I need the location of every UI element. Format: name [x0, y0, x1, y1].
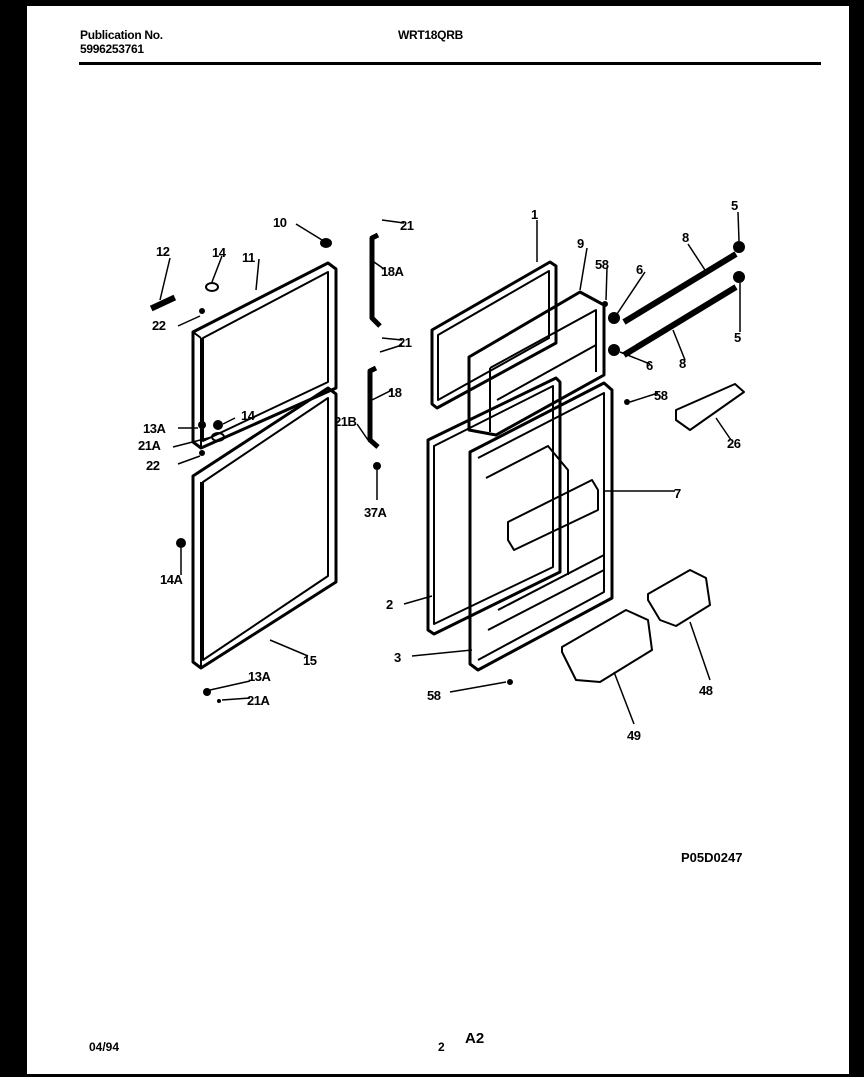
callout-label: 26 — [727, 436, 741, 451]
callout-label: 21A — [138, 438, 161, 453]
callout-label: 7 — [674, 486, 681, 501]
header-rule — [79, 62, 821, 65]
callout-label: 21A — [247, 693, 270, 708]
door-bin-49-part — [561, 609, 653, 683]
callout-label: 18A — [381, 264, 404, 279]
callout-label: 48 — [699, 683, 713, 698]
footer-date: 04/94 — [89, 1040, 120, 1054]
page-sheet — [27, 6, 849, 1074]
callout-label: 21 — [400, 218, 414, 233]
fresh-food-gasket-part — [426, 376, 562, 636]
callout-label: 11 — [242, 250, 255, 265]
callout-label: 37A — [364, 505, 387, 520]
callout-label: 49 — [627, 728, 641, 743]
freezer-gasket-part — [430, 260, 558, 410]
callout-label: 58 — [427, 688, 441, 703]
callout-label: 58 — [654, 388, 668, 403]
handle-lower-part — [367, 365, 380, 449]
callout-label: 22 — [152, 318, 166, 333]
callout-label: 14A — [160, 572, 183, 587]
callout-label: 9 — [577, 236, 584, 251]
callout-label: 21B — [334, 414, 357, 429]
handle-upper-part — [369, 232, 382, 328]
fresh-food-door-part — [191, 386, 338, 670]
footer-section: A2 — [465, 1030, 485, 1047]
footer-page-number: 2 — [438, 1040, 445, 1054]
callout-label: 3 — [394, 650, 401, 665]
fresh-food-liner-part — [468, 381, 614, 672]
callout-label: 5 — [734, 330, 741, 345]
freezer-liner-part — [467, 290, 606, 437]
model-number: WRT18QRB — [398, 28, 463, 42]
callout-label: 12 — [156, 244, 170, 259]
callout-label: 18 — [388, 385, 402, 400]
callout-label: 21 — [398, 335, 412, 350]
callout-label: 8 — [679, 356, 686, 371]
callout-label: 6 — [636, 262, 643, 277]
callout-label: 22 — [146, 458, 160, 473]
callout-label: 15 — [303, 653, 317, 668]
shelf-bar-lower — [622, 284, 738, 358]
callout-label: 13A — [248, 669, 271, 684]
callout-label: 58 — [595, 257, 609, 272]
callout-label: 13A — [143, 421, 166, 436]
callout-label: 5 — [731, 198, 738, 213]
callout-label: 2 — [386, 597, 393, 612]
callout-label: 8 — [682, 230, 689, 245]
drawing-id: P05D0247 — [681, 850, 743, 865]
callout-label: 10 — [273, 215, 287, 230]
callout-label: 1 — [531, 207, 538, 222]
egg-tray-part — [675, 383, 745, 431]
publication-label: Publication No. — [80, 28, 163, 42]
callout-label: 6 — [646, 358, 653, 373]
publication-number: 5996253761 — [80, 42, 144, 56]
callout-label: 14 — [212, 245, 226, 260]
shelf-bar-upper — [622, 251, 738, 325]
door-bin-48-part — [647, 569, 711, 627]
callout-label: 14 — [241, 408, 255, 423]
